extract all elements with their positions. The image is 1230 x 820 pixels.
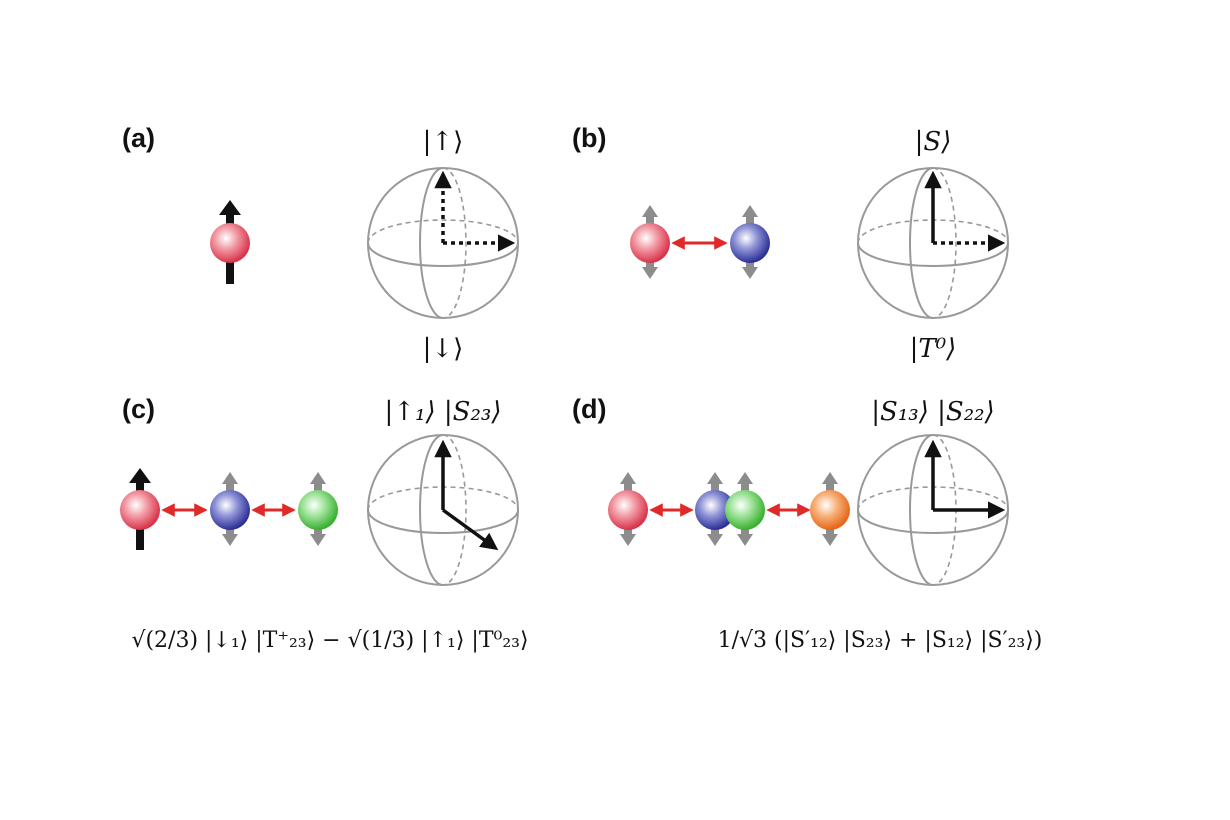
spin-blue-c (210, 472, 250, 546)
panel-d: (d) (572, 394, 1042, 653)
state-label-singlet: |S⟩ (915, 127, 952, 157)
bloch-sphere-a (367, 167, 519, 319)
panel-label-d: (d) (572, 394, 606, 424)
spin-blue-b (730, 205, 770, 279)
spin-red-d (608, 472, 648, 546)
spin-blue-d (695, 472, 735, 546)
panel-label-a: (a) (122, 123, 155, 153)
panel-c: (c) |↑₁⟩ |S₂₃⟩ (120, 394, 529, 653)
spin-green-c (298, 472, 338, 546)
bloch-sphere-b (857, 167, 1009, 319)
spin-red-b (630, 205, 670, 279)
spin-green-d (725, 472, 765, 546)
bloch-sphere-c (367, 434, 519, 586)
state-label-triplet-zero: |T⁰⟩ (910, 334, 957, 364)
panel-label-b: (b) (572, 123, 606, 153)
panel-b: (b) |S⟩ |T⁰⟩ (572, 123, 1009, 364)
equation-c: √(2/3) |↓₁⟩ |T⁺₂₃⟩ − √(1/3) |↑₁⟩ |T⁰₂₃⟩ (131, 628, 528, 653)
spin-orange-d (810, 472, 850, 546)
state-label-up: |↑⟩ (423, 127, 464, 157)
state-label-down: |↓⟩ (423, 334, 464, 364)
state-label-d: |S₁₃⟩ |S₂₂⟩ (871, 397, 994, 427)
bloch-sphere-d (857, 434, 1009, 586)
spin-red-c (120, 468, 160, 550)
spin-single-red (210, 200, 250, 284)
panel-label-c: (c) (122, 394, 155, 424)
panel-a: (a) |↑⟩ |↓⟩ (122, 123, 519, 364)
equation-d: 1/√3 (|S′₁₂⟩ |S₂₃⟩ + |S₁₂⟩ |S′₂₃⟩) (718, 628, 1043, 653)
state-label-c: |↑₁⟩ |S₂₃⟩ (385, 397, 502, 427)
